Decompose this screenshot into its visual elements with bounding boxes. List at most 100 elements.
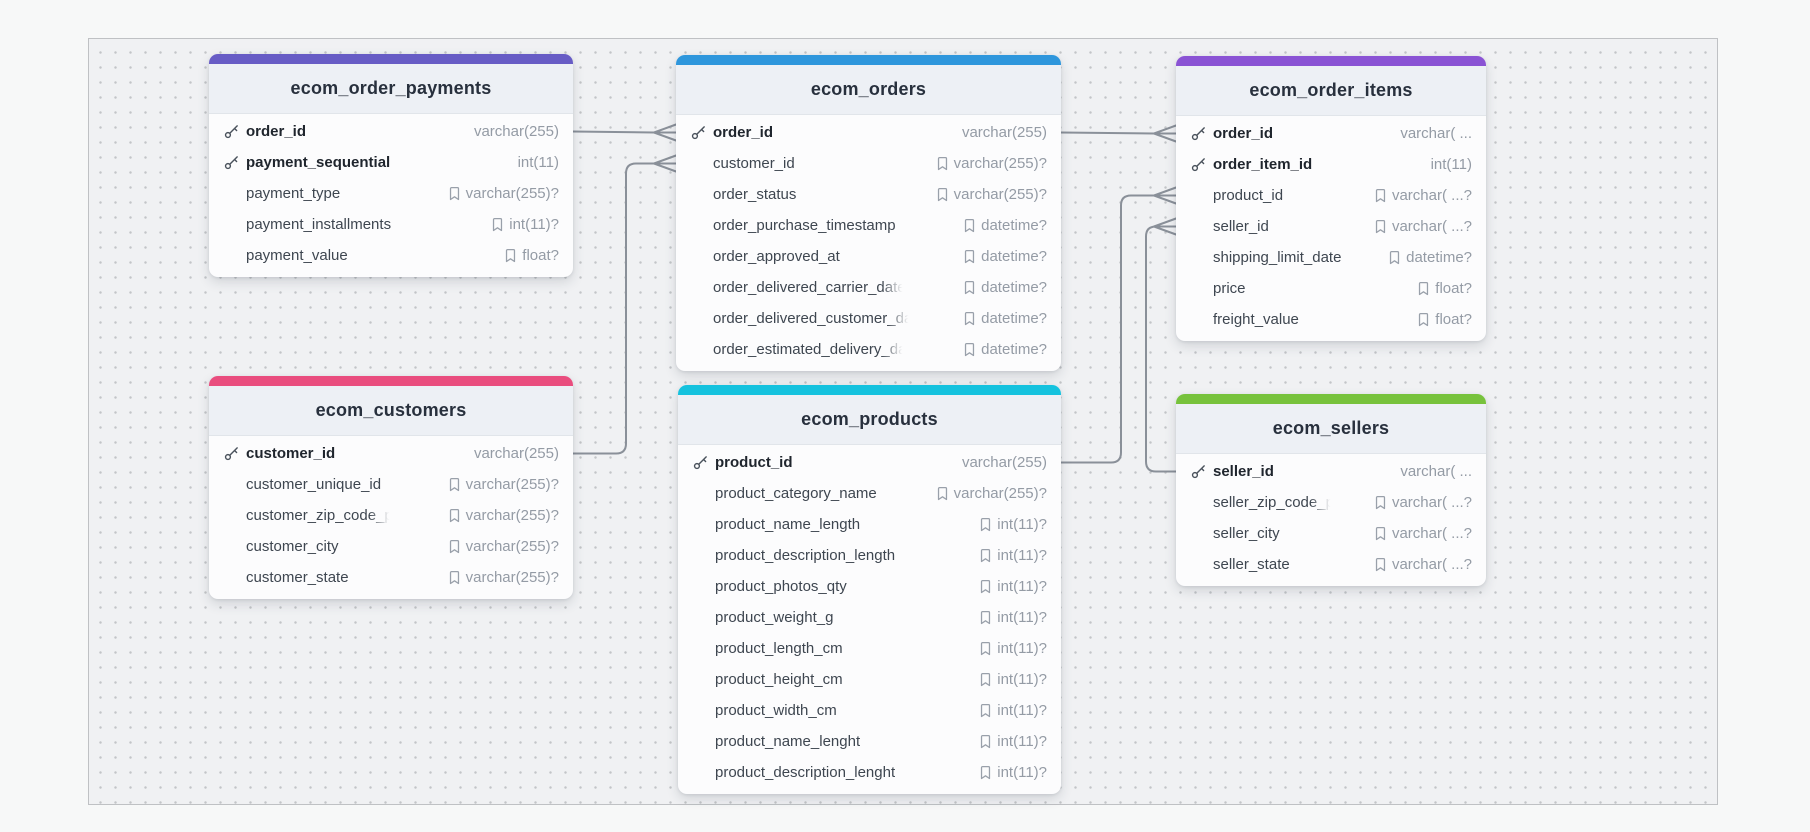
field-row-product_name_length[interactable]: product_name_length int(11)? [678,509,1061,540]
relationship-ecom_orders-ecom_order_items[interactable] [1060,124,1177,143]
nullable-icon [1374,188,1387,203]
field-type: varchar( ... [1392,463,1472,480]
field-name: order_id [1213,125,1274,142]
field-name: order_approved_at [713,248,840,265]
nullable-icon [979,579,992,594]
field-row-product_weight_g[interactable]: product_weight_g int(11)? [678,602,1061,633]
table-accent-bar [209,376,573,386]
relationship-ecom_customers-ecom_orders[interactable] [572,154,677,455]
field-type: int(11)? [971,671,1047,688]
field-row-order_approved_at[interactable]: order_approved_at datetime? [676,241,1061,272]
field-type: datetime? [955,248,1047,265]
field-name: product_id [715,454,793,471]
nullable-icon [979,765,992,780]
table-title[interactable]: ecom_order_payments [209,64,573,114]
field-type-text: int(11)? [997,516,1047,533]
field-name: product_name_length [715,516,861,533]
nullable-icon [936,486,949,501]
field-type-text: varchar( ...? [1391,525,1472,542]
table-title[interactable]: ecom_sellers [1176,404,1486,454]
table-title[interactable]: ecom_customers [209,386,573,436]
field-type-text: int(11)? [509,216,559,233]
field-type: varchar( ...? [1366,218,1472,235]
field-type: varchar(255)? [928,186,1047,203]
nullable-icon [1374,219,1387,234]
nullable-icon [979,734,992,749]
field-type-text: float? [1435,280,1472,297]
field-type-text: int(11)? [997,609,1047,626]
field-type: int(11)? [971,547,1047,564]
field-row-product_photos_qty[interactable]: product_photos_qty int(11)? [678,571,1061,602]
field-row-order_id[interactable]: order_id varchar(255) [676,117,1061,148]
field-row-order_id[interactable]: order_id varchar( ... [1176,118,1486,149]
table-accent-bar [678,385,1061,395]
table-title[interactable]: ecom_products [678,395,1061,445]
field-type-text: varchar( ...? [1391,556,1472,573]
field-type: float? [1409,311,1472,328]
table-title[interactable]: ecom_orders [676,65,1061,115]
field-row-order_delivered_customer_da[interactable]: order_delivered_customer_da datetime? [676,303,1061,334]
field-type-text: int(11)? [997,702,1047,719]
field-type: varchar( ...? [1366,494,1472,511]
field-type: varchar(255) [954,124,1047,141]
field-name: order_delivered_customer_da [713,310,913,327]
field-name: payment_sequential [246,154,391,171]
field-type-text: int(11)? [997,764,1047,781]
field-name: order_item_id [1213,156,1313,173]
field-name: product_weight_g [715,609,834,626]
field-type-text: varchar(255) [961,124,1047,141]
field-type: int(11)? [971,516,1047,533]
relationship-ecom_order_payments-ecom_orders[interactable] [572,123,677,142]
field-name: order_id [713,124,774,141]
diagram-canvas[interactable]: ecom_order_payments order_id varchar(255) p… [88,38,1718,805]
relationship-ecom_products-ecom_order_items[interactable] [1060,186,1177,464]
relationship-ecom_sellers-ecom_order_items[interactable] [1145,217,1177,473]
table-title[interactable]: ecom_order_items [1176,66,1486,116]
field-type-text: varchar( ... [1400,125,1472,142]
field-type: datetime? [955,310,1047,327]
table-ecom_orders[interactable]: ecom_orders order_id varchar(255) customer_… [676,55,1061,371]
field-name: payment_value [246,247,348,264]
field-type-text: int(11)? [997,578,1047,595]
field-name: product_photos_qty [715,578,847,595]
